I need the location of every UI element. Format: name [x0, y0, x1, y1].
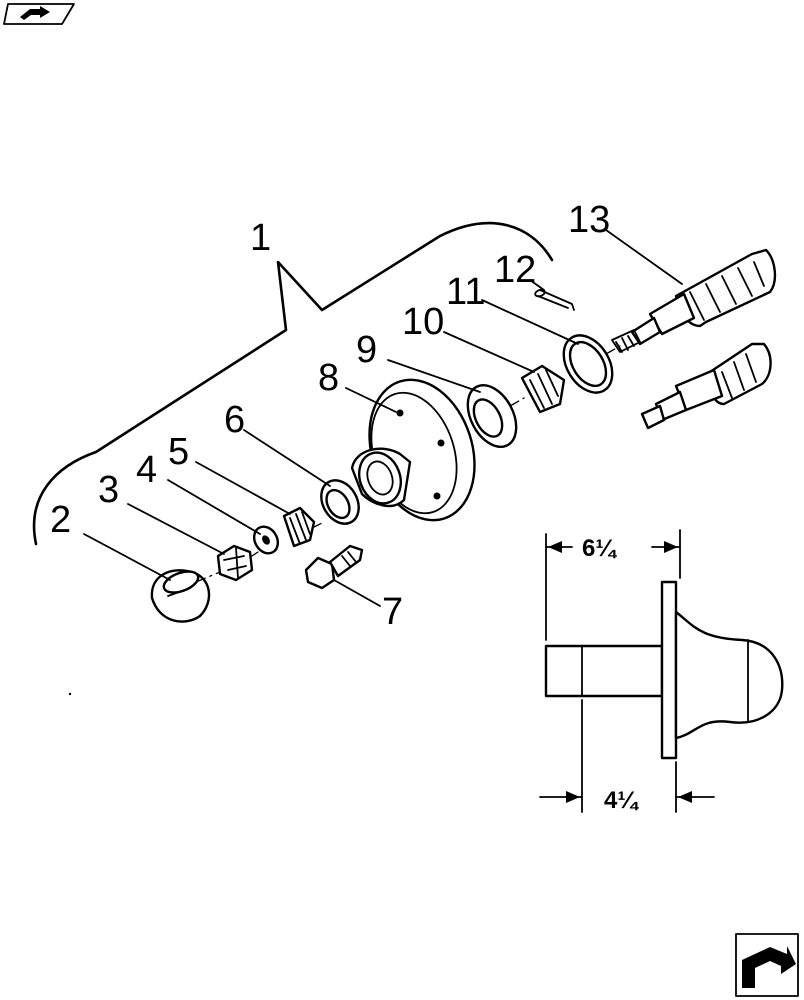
callout-2: 2: [50, 499, 71, 541]
spindle-alternate: [640, 342, 772, 430]
spindle: [611, 248, 777, 353]
assembly-bracket: [32, 221, 554, 546]
outer-bearing-cup: [320, 479, 360, 525]
nav-arrow-icon[interactable]: [3, 3, 75, 25]
dimension-labels: 6¼ 4¼: [582, 535, 639, 814]
castle-nut: [216, 544, 254, 582]
callout-8: 8: [318, 357, 339, 399]
outer-bearing-cone: [282, 506, 316, 548]
overall-length-label: 6¼: [582, 535, 617, 562]
cotter-pin: [534, 288, 575, 311]
nav-corner-arrow-icon[interactable]: [735, 933, 799, 997]
leader-lines: [83, 229, 683, 607]
dust-cap: [150, 569, 211, 623]
assembly-axis: [195, 345, 621, 583]
callout-7: 7: [382, 591, 403, 633]
grease-seal: [562, 334, 614, 394]
callout-3: 3: [98, 469, 119, 511]
callout-labels: 1 2 3 4 5 6 7 8 9 10 11 12 13: [50, 199, 610, 633]
callout-1: 1: [250, 217, 271, 259]
callout-6: 6: [224, 399, 245, 441]
speck: [68, 692, 72, 696]
inner-bearing-cone: [520, 364, 566, 414]
hub-profile: [544, 580, 784, 760]
callout-12: 12: [494, 249, 536, 291]
callout-11: 11: [446, 271, 485, 313]
callout-10: 10: [402, 301, 444, 343]
callout-4: 4: [136, 449, 157, 491]
washer: [252, 525, 280, 555]
wheel-hub: [350, 378, 476, 522]
callout-13: 13: [568, 199, 610, 241]
inner-bearing-cup: [466, 384, 518, 448]
callout-9: 9: [356, 329, 377, 371]
dimension-lines: [539, 529, 715, 813]
bolt: [304, 544, 364, 590]
callout-5: 5: [168, 431, 189, 473]
flange-length-label: 4¼: [604, 787, 639, 814]
